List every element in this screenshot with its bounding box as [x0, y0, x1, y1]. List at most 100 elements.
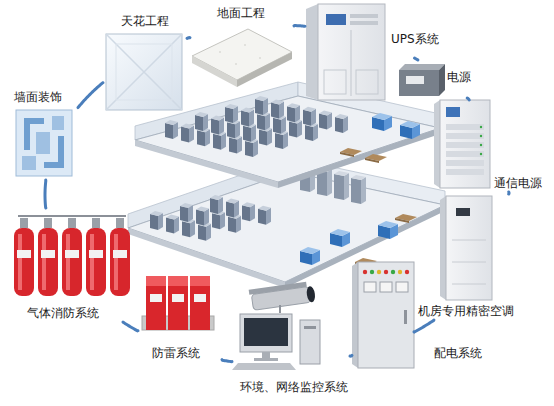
upper-floor-part [225, 104, 238, 123]
component-label: 防雷系统 [152, 346, 200, 360]
monitoring-equipment-part [240, 314, 292, 352]
component-node: 机房专用精密空调 [416, 194, 532, 320]
fire-cylinders-part [42, 234, 46, 290]
component-node: 电源 [395, 60, 477, 98]
component-label: 通信电源 [494, 176, 542, 190]
power-cabinet [434, 100, 490, 188]
component-label: UPS系统 [391, 32, 439, 46]
fire-cylinders-part [14, 228, 34, 296]
fire-cylinders-part [114, 234, 118, 290]
surge-protector-part [194, 294, 206, 302]
air-conditioner-part [446, 196, 492, 300]
lower-floor-part [300, 247, 320, 265]
component-node: 配电系统 [352, 262, 414, 368]
component-label: 机房专用精密空调 [418, 304, 514, 318]
surge-protector-part [190, 276, 210, 330]
lower-floor-part [210, 195, 223, 214]
battery-box-part [399, 64, 445, 70]
distribution-cabinet-part [398, 270, 402, 274]
power-cabinet-part [480, 126, 482, 128]
distribution-cabinet-part [384, 270, 388, 274]
distribution-cabinet-part [352, 262, 358, 368]
fire-cylinders-part [41, 250, 55, 258]
component-node: 气体消防系统 [8, 208, 136, 322]
ceiling-tile-part [106, 34, 182, 110]
floor-tile-part [259, 57, 261, 59]
ring-connector [507, 192, 510, 194]
fire-cylinders-part [89, 250, 103, 258]
surge-protector-part [150, 294, 162, 302]
surge-protector-part [146, 276, 166, 286]
ceiling-tile-part [116, 44, 172, 100]
fire-cylinders-part [17, 250, 31, 258]
surge-protector-part [190, 276, 210, 286]
ups-cabinet-part [350, 21, 378, 25]
power-cabinet-part [446, 160, 484, 166]
lower-floor-part [242, 202, 255, 221]
ups-cabinet-part [318, 4, 385, 100]
ring-connector [123, 322, 138, 331]
upper-floor-part [271, 100, 284, 119]
fire-cylinders-part [113, 250, 127, 258]
ring-connector [78, 83, 103, 108]
component-node: 环境、网络监控系统 [232, 282, 350, 396]
ring-connector [467, 98, 469, 100]
fire-cylinders-part [92, 218, 100, 228]
ups-cabinet [306, 4, 385, 100]
upper-floor-part [400, 121, 420, 139]
air-conditioner-part [456, 208, 470, 216]
monitoring-equipment [232, 281, 320, 370]
ups-cabinet-part [326, 14, 346, 25]
monitoring-equipment-part [279, 305, 281, 313]
lower-floor-part [395, 214, 417, 223]
power-cabinet-part [446, 124, 484, 130]
floor-tile-part [235, 63, 237, 65]
lower-floor-part [258, 206, 271, 225]
upper-floor-part [372, 113, 392, 131]
ups-cabinet-part [324, 70, 346, 94]
lower-floor-part [196, 207, 209, 226]
monitoring-equipment-part-part [306, 286, 316, 303]
surge-protector-part [172, 294, 184, 302]
ring-connector [222, 360, 232, 362]
upper-floor-part [335, 114, 348, 133]
air-conditioner-part [440, 196, 446, 300]
power-cabinet-part [446, 133, 484, 139]
lower-floor-part [226, 199, 239, 218]
component-label: 配电系统 [434, 346, 482, 360]
surge-protector [142, 276, 214, 330]
lower-floor-part [150, 211, 163, 230]
distribution-cabinet-part [405, 270, 409, 274]
power-cabinet-part [446, 169, 484, 175]
distribution-cabinet-part [364, 282, 376, 292]
component-node: 天花工程 [103, 12, 187, 114]
component-node: 通信电源 [432, 100, 547, 192]
power-cabinet-part [446, 107, 460, 117]
air-conditioner-part [452, 262, 486, 263]
upper-floor-part [211, 116, 224, 135]
fire-cylinders-part [20, 218, 28, 228]
distribution-cabinet-part [377, 270, 381, 274]
fire-cylinders-part [44, 218, 52, 228]
lower-floor-part [180, 203, 193, 222]
ring-connector [415, 58, 418, 60]
battery-box-part [399, 70, 439, 96]
air-conditioner [440, 196, 492, 300]
monitoring-equipment-part [249, 281, 316, 311]
surge-protector-part [168, 276, 188, 286]
surge-protector-part [146, 276, 166, 330]
floor-tile-part [192, 29, 292, 80]
distribution-cabinet-part [396, 282, 408, 292]
ring-connector [187, 36, 190, 40]
ups-cabinet-part [306, 4, 318, 100]
upper-floor-part [303, 107, 316, 126]
component-node: 防雷系统 [138, 268, 222, 362]
air-conditioner-part [452, 240, 486, 241]
fire-cylinders-part [86, 228, 106, 296]
distribution-cabinet-part [370, 270, 374, 274]
distribution-cabinet-part [380, 282, 392, 292]
wall-panel [16, 110, 72, 176]
